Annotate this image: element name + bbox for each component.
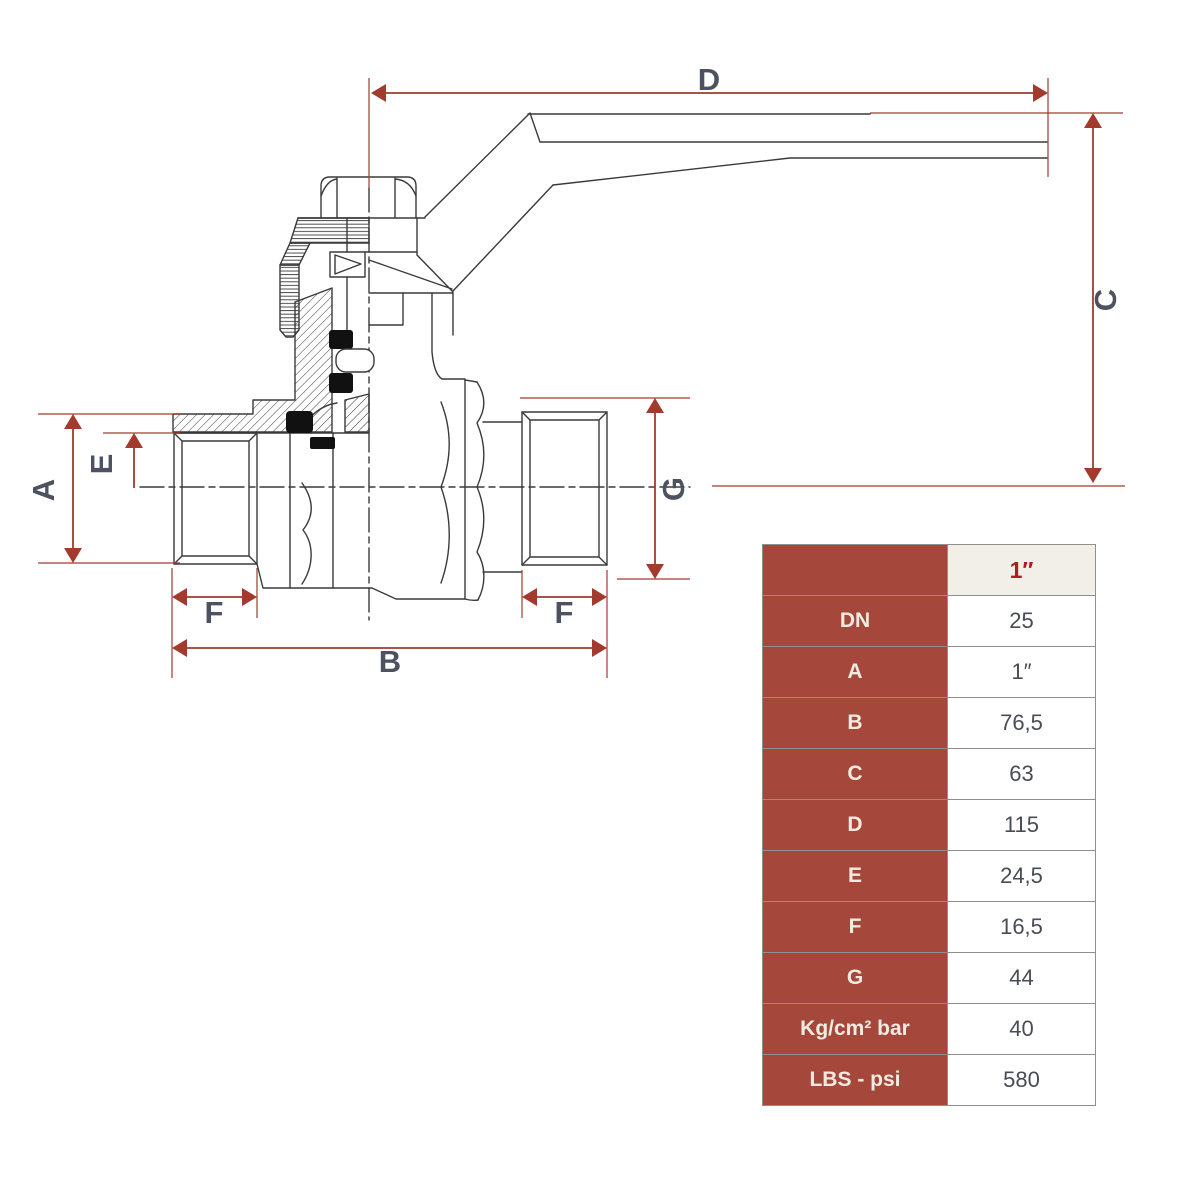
row-value: 24,5 bbox=[947, 850, 1096, 902]
dimension-lines bbox=[72, 92, 1094, 649]
dim-label-E: E bbox=[84, 454, 119, 475]
ball-right-curve bbox=[440, 401, 450, 584]
row-value: 16,5 bbox=[947, 901, 1096, 953]
table-row: C 63 bbox=[762, 748, 1096, 800]
body-oring bbox=[286, 411, 313, 433]
row-value: 44 bbox=[947, 952, 1096, 1004]
table-row: LBS - psi 580 bbox=[762, 1054, 1096, 1106]
size-header-cell: 1″ bbox=[947, 544, 1096, 596]
left-port-chamfers bbox=[173, 432, 258, 565]
spec-table: 1″ DN 25 A 1″ B 76,5 C 63 D 115 E 24,5 F… bbox=[762, 544, 1096, 1106]
table-row: D 115 bbox=[762, 799, 1096, 851]
body-verticals bbox=[289, 432, 334, 589]
row-label: D bbox=[762, 799, 948, 851]
union-groove-lines bbox=[464, 379, 523, 573]
section-hatch-bonnet bbox=[172, 287, 333, 433]
stem-seal-lower bbox=[329, 373, 353, 393]
left-port-outline bbox=[173, 432, 258, 565]
table-row: B 76,5 bbox=[762, 697, 1096, 749]
row-value: 115 bbox=[947, 799, 1096, 851]
extension-lines bbox=[38, 78, 1125, 678]
row-label: C bbox=[762, 748, 948, 800]
dim-label-D: D bbox=[698, 62, 720, 97]
stem-lines bbox=[346, 217, 418, 331]
neck-edges bbox=[368, 292, 466, 380]
skirt-edges bbox=[368, 259, 454, 336]
hub-edge bbox=[416, 217, 454, 293]
table-row: F 16,5 bbox=[762, 901, 1096, 953]
ball-left-curve bbox=[301, 482, 312, 585]
dim-label-C: C bbox=[1088, 289, 1123, 311]
row-label: DN bbox=[762, 595, 948, 647]
row-value: 76,5 bbox=[947, 697, 1096, 749]
row-value: 63 bbox=[947, 748, 1096, 800]
dim-label-B: B bbox=[379, 644, 401, 679]
seals bbox=[286, 330, 353, 449]
row-label: A bbox=[762, 646, 948, 698]
row-value: 40 bbox=[947, 1003, 1096, 1055]
handle-bar bbox=[527, 113, 1048, 186]
stem-oring-groove bbox=[335, 348, 375, 373]
gland-knurl-top bbox=[289, 217, 370, 244]
valve-body-linework bbox=[139, 112, 1048, 621]
row-label: B bbox=[762, 697, 948, 749]
table-header-row: 1″ bbox=[762, 544, 1096, 596]
stem-seal-upper bbox=[329, 330, 353, 349]
union-right-lobes bbox=[476, 381, 485, 601]
table-row: E 24,5 bbox=[762, 850, 1096, 902]
right-port-outline bbox=[521, 411, 608, 566]
section-hatch-seat bbox=[344, 393, 370, 433]
row-label: Kg/cm² bar bbox=[762, 1003, 948, 1055]
table-row: DN 25 bbox=[762, 595, 1096, 647]
handle-arm bbox=[424, 112, 554, 292]
dim-label-G: G bbox=[656, 477, 691, 501]
dim-label-A: A bbox=[26, 479, 61, 501]
row-value: 580 bbox=[947, 1054, 1096, 1106]
ball-seat-seal bbox=[310, 437, 335, 449]
table-corner-cell bbox=[762, 544, 948, 596]
stem-nut-facets bbox=[320, 177, 417, 219]
row-label: E bbox=[762, 850, 948, 902]
row-label: F bbox=[762, 901, 948, 953]
row-label: G bbox=[762, 952, 948, 1004]
body-bottom-profile bbox=[256, 563, 479, 602]
table-row: G 44 bbox=[762, 952, 1096, 1004]
dim-label-F-left: F bbox=[205, 595, 224, 630]
row-value: 1″ bbox=[947, 646, 1096, 698]
stem-box bbox=[329, 251, 366, 278]
row-value: 25 bbox=[947, 595, 1096, 647]
dim-label-F-right: F bbox=[555, 595, 574, 630]
right-port-chamfers bbox=[521, 411, 608, 566]
row-label: LBS - psi bbox=[762, 1054, 948, 1106]
gland-knurl-band bbox=[279, 264, 300, 338]
table-row: Kg/cm² bar 40 bbox=[762, 1003, 1096, 1055]
dimensions: D C A E G F F B bbox=[26, 62, 1125, 679]
gland-knurl-mid bbox=[279, 242, 311, 266]
table-row: A 1″ bbox=[762, 646, 1096, 698]
dimension-arrowheads bbox=[64, 84, 1102, 657]
stem-triangle bbox=[334, 254, 362, 275]
